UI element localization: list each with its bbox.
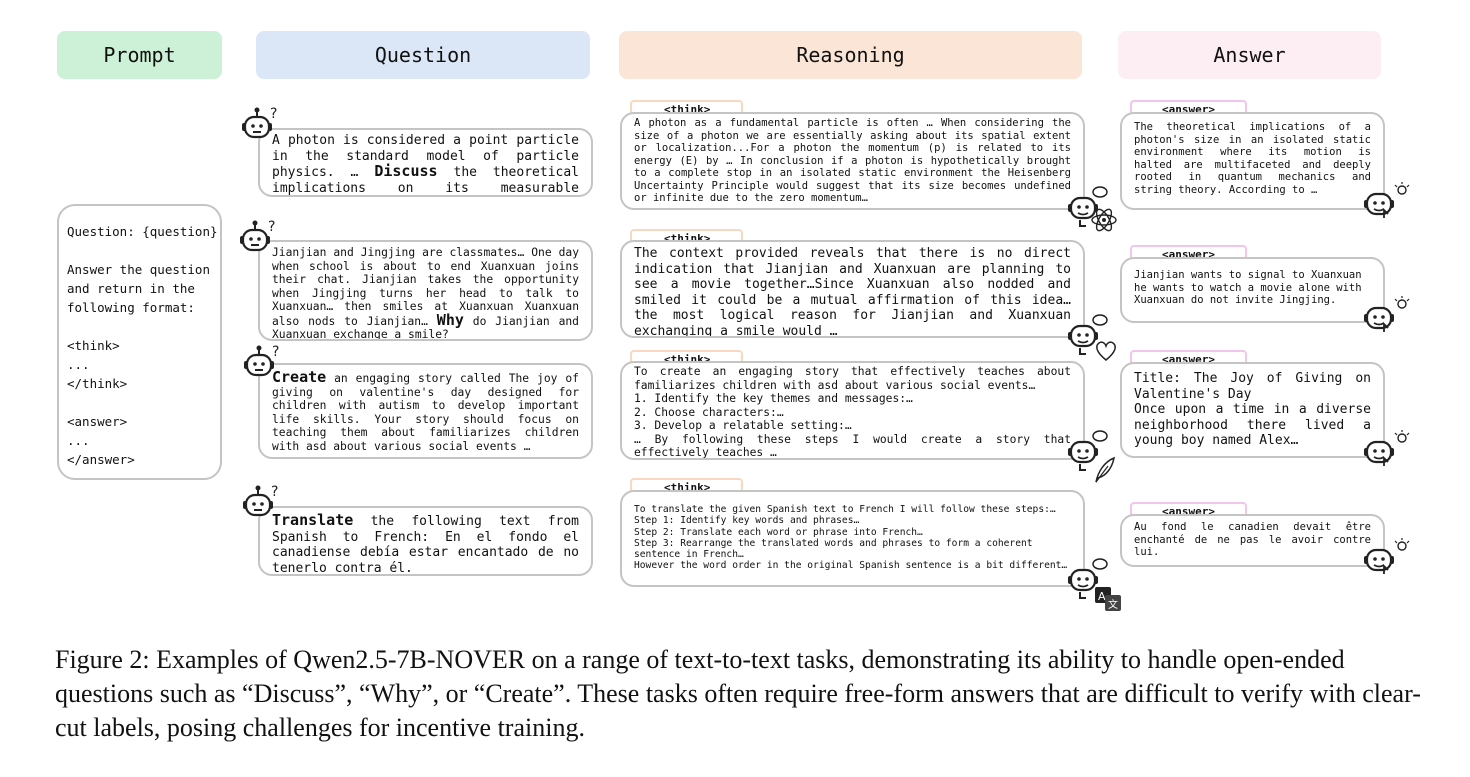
prompt-line: Question: {question}: [67, 224, 218, 239]
question-text-post: the following text from Spanish to Frenc…: [272, 514, 579, 576]
reasoning-box-2: The context provided reveals that there …: [620, 240, 1085, 338]
svg-text:A: A: [1098, 590, 1106, 603]
prompt-line: ...: [67, 433, 90, 448]
svg-text:?: ?: [271, 484, 278, 500]
prompt-line: </answer>: [67, 452, 135, 467]
question-keyword: Why: [436, 310, 464, 329]
prompt-line: [67, 241, 212, 260]
robot-question-icon: ?: [240, 219, 275, 252]
reasoning-line: Step 2: Translate each word or phrase in…: [634, 526, 923, 538]
question-text-pre: A photon is considered a point particle …: [272, 133, 579, 180]
reasoning-line: 1. Identify the key themes and messages:…: [634, 392, 913, 405]
question-keyword: Create: [272, 368, 327, 386]
question-text-post: do Jianjian and Xuanxuan exchange a smil…: [272, 314, 579, 341]
svg-text:文: 文: [1108, 598, 1118, 611]
prompt-line: [67, 317, 212, 336]
robot-idea-icon: [1364, 296, 1410, 332]
robot-question-icon: ?: [242, 106, 277, 139]
prompt-header: Prompt: [57, 31, 222, 79]
reasoning-header: Reasoning: [619, 31, 1082, 79]
reasoning-line: To translate the given Spanish text to F…: [634, 504, 1056, 515]
question-keyword: Translate: [272, 511, 354, 529]
robot-idea-icon: [1364, 182, 1410, 218]
prompt-line: following format:: [67, 300, 195, 315]
reasoning-line: 3. Develop a relatable setting:…: [634, 419, 852, 432]
answer-box-1: The theoretical implications of a photon…: [1120, 112, 1385, 210]
reasoning-line: … By following these steps I would creat…: [634, 432, 1071, 459]
question-text-post: the theoretical implications on its meas…: [272, 165, 579, 196]
reasoning-box-4: To translate the given Spanish text to F…: [620, 490, 1085, 587]
figure-caption: Figure 2: Examples of Qwen2.5-7B-NOVER o…: [55, 645, 1421, 742]
robot-idea-icon: [1364, 430, 1410, 466]
atom-icon: [1091, 208, 1117, 232]
prompt-line: <think>: [67, 338, 120, 353]
reasoning-box-1: A photon as a fundamental particle is of…: [620, 112, 1085, 210]
feather-icon: [1095, 456, 1116, 483]
prompt-line: [67, 393, 212, 412]
reasoning-line: Step 1: Identify key words and phrases…: [634, 515, 860, 527]
robot-idea-icon: [1364, 538, 1410, 574]
question-box-1: A photon is considered a point particle …: [258, 128, 593, 197]
reasoning-line: 2. Choose characters:…: [634, 405, 784, 419]
translate-icon: A 文: [1095, 587, 1121, 611]
answer-box-2: Jianjian wants to signal to Xuanxuan he …: [1120, 257, 1385, 323]
question-text-pre: Jianjian and Jingjing are classmates… On…: [272, 246, 579, 328]
question-text-post: an engaging story called The joy of givi…: [272, 372, 579, 453]
prompt-line: ...: [67, 357, 90, 372]
answer-header: Answer: [1118, 31, 1381, 79]
prompt-template-box: Question: {question} Answer the question…: [57, 204, 222, 480]
question-box-4: Translate the following text from Spanis…: [258, 506, 593, 576]
reasoning-line: Step 3: Rearrange the translated words a…: [634, 537, 1033, 561]
prompt-line: <answer>: [67, 414, 128, 429]
answer-box-3: Title: The Joy of Giving on Valentine's …: [1120, 362, 1385, 458]
prompt-line: and return in the: [67, 281, 195, 296]
svg-text:?: ?: [272, 344, 279, 360]
svg-text:?: ?: [268, 219, 275, 235]
robot-thinking-icon: [1068, 558, 1108, 599]
question-header: Question: [256, 31, 590, 79]
question-keyword: Discuss: [374, 162, 438, 180]
robot-question-icon: ?: [244, 344, 279, 377]
reasoning-line: To create an engaging story that effecti…: [634, 365, 1071, 392]
answer-box-4: Au fond le canadien devait être enchanté…: [1120, 514, 1385, 567]
prompt-line: Answer the question: [67, 262, 210, 277]
robot-question-icon: ?: [243, 484, 278, 517]
question-box-3: Create an engaging story called The joy …: [258, 363, 593, 459]
reasoning-line: However the word order in the original S…: [634, 560, 1068, 572]
robot-thinking-icon: [1068, 430, 1108, 471]
svg-text:?: ?: [270, 106, 277, 122]
prompt-line: </think>: [67, 376, 128, 391]
question-box-2: Jianjian and Jingjing are classmates… On…: [258, 240, 593, 341]
heart-icon: [1096, 341, 1116, 361]
reasoning-box-3: To create an engaging story that effecti…: [620, 361, 1085, 460]
robot-thinking-icon: [1068, 186, 1108, 227]
robot-thinking-icon: [1068, 314, 1108, 355]
